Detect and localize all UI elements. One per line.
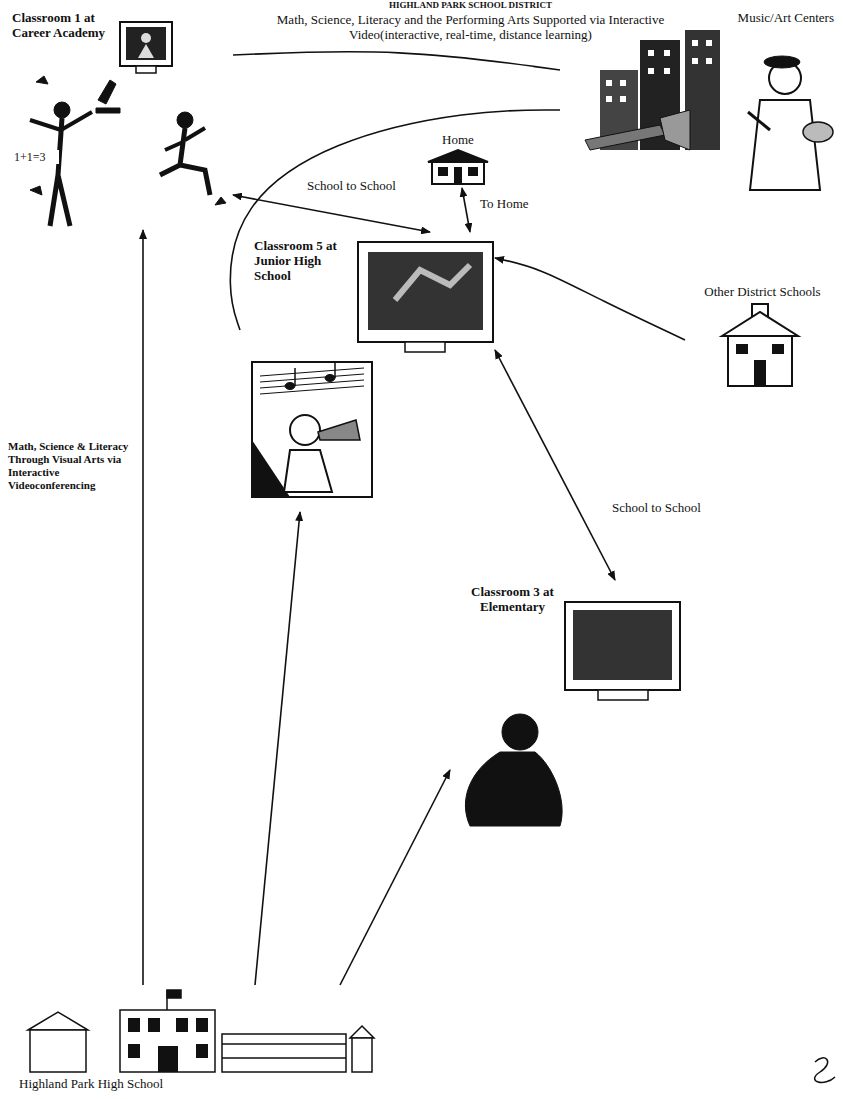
node-heading: Home xyxy=(418,132,498,147)
roof xyxy=(428,150,488,162)
child-head xyxy=(502,714,538,750)
windows xyxy=(606,40,712,102)
child-body xyxy=(465,752,562,826)
connector xyxy=(230,110,560,330)
roof xyxy=(722,312,798,336)
staff-lines xyxy=(260,368,364,394)
monitor-stand xyxy=(598,690,648,700)
monitor-stand xyxy=(136,66,156,73)
note xyxy=(325,375,335,382)
connector xyxy=(340,770,450,985)
screen xyxy=(573,610,672,680)
node-heading: Highland Park High School xyxy=(19,1076,269,1091)
edge-label: Math, Science & Literacy Through Visual … xyxy=(6,440,135,492)
signature-mark xyxy=(815,1058,835,1083)
student-body xyxy=(160,128,210,195)
classroom-3-art xyxy=(465,602,680,826)
connector xyxy=(142,230,144,985)
classroom-node: Classroom 5 at Junior High School xyxy=(240,232,495,512)
note-stems xyxy=(295,362,335,386)
equation-text: 1+1=3 xyxy=(14,150,59,164)
windows xyxy=(128,1018,208,1072)
brush xyxy=(748,112,770,130)
building xyxy=(352,1038,372,1072)
connector xyxy=(233,52,560,70)
flag xyxy=(167,990,181,998)
center-node: Music/Art Centers xyxy=(560,8,838,193)
teacher-head xyxy=(141,33,151,43)
building xyxy=(30,1030,86,1072)
student-head xyxy=(54,102,70,118)
building-lines xyxy=(222,1044,346,1058)
screen xyxy=(126,27,166,60)
connector xyxy=(255,512,300,985)
student-arms xyxy=(165,128,205,150)
classroom-node: Classroom 3 at Elementary xyxy=(450,580,685,835)
school-icon xyxy=(722,304,798,386)
microscope xyxy=(96,80,120,113)
music-art-art xyxy=(585,30,833,190)
player-body xyxy=(284,450,332,492)
connector xyxy=(233,195,430,232)
windows xyxy=(438,167,478,184)
trumpet xyxy=(318,420,360,440)
student-body xyxy=(50,118,70,226)
teacher-body xyxy=(138,44,154,58)
music-picture xyxy=(252,362,372,497)
building xyxy=(222,1034,346,1072)
connector xyxy=(495,258,685,340)
edge-label: School to School xyxy=(305,178,398,193)
connector xyxy=(495,350,615,580)
trumpet xyxy=(585,125,665,150)
student-head xyxy=(177,112,193,128)
roof xyxy=(350,1026,374,1038)
school-node: Other District Schools xyxy=(685,282,842,394)
monitor xyxy=(565,602,680,690)
connector xyxy=(462,188,470,232)
edge-label: School to School xyxy=(610,500,703,515)
monitor xyxy=(120,22,172,66)
node-heading: Classroom 5 at Junior High School xyxy=(254,238,350,283)
home-node: Home xyxy=(418,132,500,188)
high-school-art xyxy=(28,990,374,1072)
node-heading: Classroom 3 at Elementary xyxy=(450,584,575,614)
district-header: HIGHLAND PARK SCHOOL DISTRICT xyxy=(268,0,673,10)
roof xyxy=(28,1012,88,1030)
node-heading: Classroom 1 at Career Academy xyxy=(12,10,120,40)
home-art xyxy=(428,150,488,184)
student-arms xyxy=(30,112,92,130)
monitor xyxy=(358,242,493,342)
main-building xyxy=(120,1010,215,1072)
house xyxy=(432,162,484,184)
node-heading: Other District Schools xyxy=(685,284,840,299)
monitor-stand xyxy=(405,342,445,352)
classroom-1-art xyxy=(30,22,226,226)
classroom-node: Classroom 1 at Career Academy xyxy=(8,8,233,230)
windows xyxy=(736,344,784,386)
diagram-title: Math, Science, Literacy and the Performi… xyxy=(268,12,673,42)
school xyxy=(728,336,792,386)
flying-shapes xyxy=(30,76,226,205)
note xyxy=(285,383,295,390)
node-heading: Music/Art Centers xyxy=(710,10,834,25)
screen xyxy=(368,252,483,330)
beret xyxy=(764,56,800,68)
player-head xyxy=(290,415,320,445)
edge-label: To Home xyxy=(478,196,531,211)
screen-trumpet xyxy=(395,265,470,300)
palette xyxy=(803,122,833,142)
school-node: Highland Park High School xyxy=(15,985,375,1093)
painter-coat xyxy=(750,100,820,190)
trumpet-bell xyxy=(660,110,690,150)
